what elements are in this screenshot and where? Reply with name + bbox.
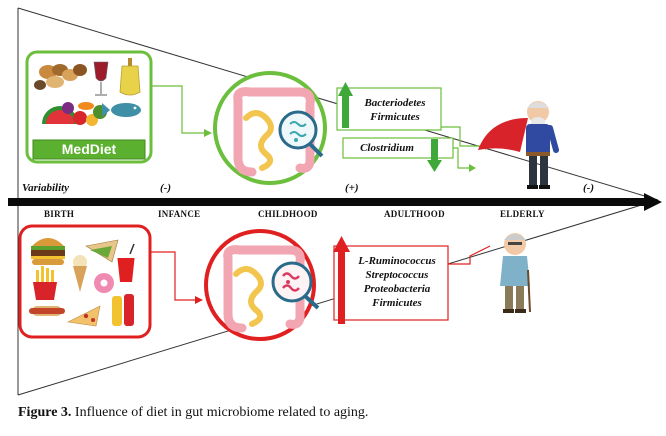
top-decrease-box bbox=[342, 137, 454, 172]
stage-birth: BIRTH bbox=[44, 209, 75, 219]
healthy-elderly-icon bbox=[478, 101, 559, 189]
streptococcus-label: Streptococcus bbox=[365, 269, 429, 281]
variability-label: Variability bbox=[22, 182, 70, 194]
soda-cup-icon bbox=[117, 243, 135, 282]
meddiet-panel bbox=[25, 50, 153, 164]
ice-cream-icon bbox=[73, 255, 87, 292]
olive-oil-bottle-icon bbox=[119, 58, 141, 96]
fries-icon bbox=[33, 266, 57, 300]
donut-icon bbox=[94, 273, 114, 293]
bacteriodetes-label: Bacteriodetes bbox=[364, 97, 426, 109]
top-increase-box bbox=[336, 82, 442, 131]
meddiet-label-bg bbox=[32, 139, 146, 160]
wine-glass-icon bbox=[93, 61, 109, 96]
healthy-gut-icon bbox=[213, 71, 327, 185]
meddiet-connector bbox=[151, 85, 205, 134]
pizza-icon bbox=[67, 305, 101, 327]
frail-elderly-icon bbox=[500, 233, 531, 313]
top-decrease-text: Clostridium bbox=[345, 141, 429, 155]
figure-caption: Figure 3. Influence of diet in gut micro… bbox=[18, 405, 368, 421]
western-diet-panel bbox=[18, 224, 152, 339]
caption-text: Influence of diet in gut microbiome rela… bbox=[71, 405, 369, 420]
ruminococcus-label: L-Ruminococcus bbox=[358, 255, 436, 267]
caption-label: Figure 3. bbox=[18, 405, 72, 420]
stage-adulthood: ADULTHOOD bbox=[384, 209, 445, 219]
top-connector-1 bbox=[441, 126, 486, 147]
vegetables-icon bbox=[42, 102, 107, 126]
bottom-increase-text: L-Ruminococcus Streptococcus Proteobacte… bbox=[347, 254, 447, 310]
variability-sign-elderly: (-) bbox=[583, 182, 594, 194]
sauce-bottles-icon bbox=[112, 294, 134, 326]
western-diet-connector bbox=[150, 251, 196, 301]
top-connector-2 bbox=[453, 147, 470, 169]
bottom-increase-box bbox=[333, 236, 449, 324]
clostridium-label: Clostridium bbox=[360, 142, 414, 154]
stage-infance: INFANCE bbox=[158, 209, 201, 219]
hotdog-icon bbox=[29, 306, 65, 316]
bottom-connector bbox=[448, 245, 491, 265]
firmicutes-top-label: Firmicutes bbox=[370, 111, 420, 123]
sandwich-icon bbox=[85, 239, 119, 263]
dysbiotic-gut-icon bbox=[204, 229, 320, 341]
nuts-icon bbox=[34, 64, 87, 90]
burger-icon bbox=[31, 238, 65, 265]
variability-sign-infance: (-) bbox=[160, 182, 171, 194]
fish-icon bbox=[102, 103, 141, 117]
stage-elderly: ELDERLY bbox=[500, 209, 545, 219]
meddiet-label: MedDiet bbox=[61, 141, 117, 157]
stage-childhood: CHILDHOOD bbox=[258, 209, 318, 219]
timeline-arrow bbox=[8, 193, 662, 211]
variability-sign-adulthood: (+) bbox=[345, 182, 359, 194]
firmicutes-bottom-label: Firmicutes bbox=[372, 297, 422, 309]
proteobacteria-label: Proteobacteria bbox=[363, 283, 431, 295]
top-increase-text: Bacteriodetes Firmicutes bbox=[350, 96, 440, 124]
